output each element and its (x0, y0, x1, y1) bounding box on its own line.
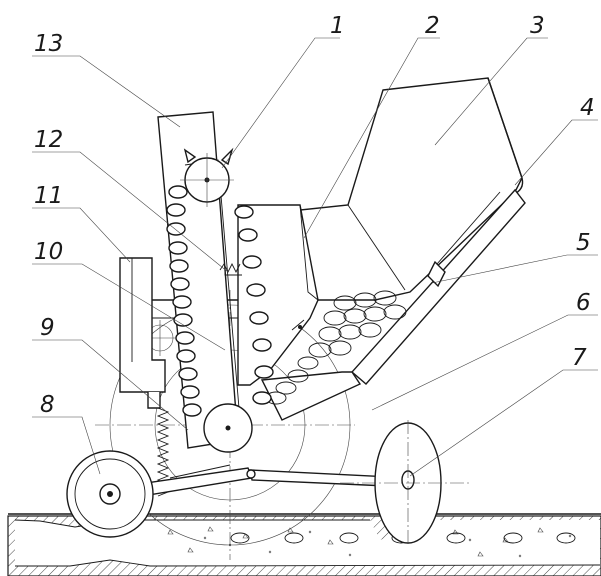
leader-lines (32, 37, 598, 477)
drawbar (110, 464, 411, 501)
soil-section (7, 513, 601, 576)
callout-10: 10 (34, 239, 63, 265)
callout-6: 6 (576, 290, 591, 316)
elevator-cups-right (234, 205, 274, 405)
callout-9: 9 (40, 315, 55, 341)
callout-4: 4 (580, 95, 595, 121)
callout-7: 7 (572, 345, 587, 371)
front-wheel (66, 450, 154, 538)
callout-11: 11 (34, 183, 63, 209)
callout-2: 2 (425, 13, 440, 39)
callout-12: 12 (34, 127, 63, 153)
elevator-cups-left (166, 185, 202, 417)
soil-stipple (167, 526, 572, 558)
callout-13: 13 (34, 31, 63, 57)
callout-3: 3 (530, 13, 545, 39)
elevator (157, 111, 274, 453)
callout-numbers: 1 2 3 4 5 6 7 8 9 10 11 12 13 (34, 13, 595, 418)
callout-1: 1 (330, 13, 345, 39)
inclined-conveyor (260, 188, 526, 421)
hopper-tubers (265, 290, 407, 405)
callout-5: 5 (576, 230, 591, 256)
callout-8: 8 (40, 392, 55, 418)
